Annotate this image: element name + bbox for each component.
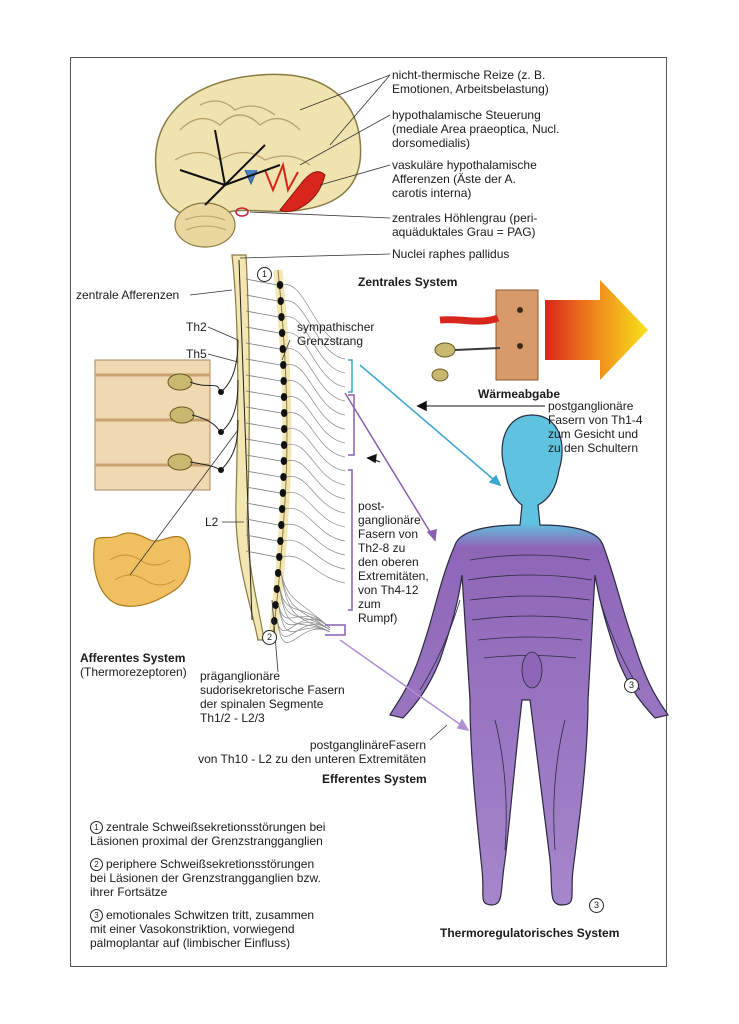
chain-ganglion	[280, 361, 286, 369]
ramus-line	[246, 311, 278, 317]
ramus-line	[246, 519, 278, 525]
label-thermoregulatorisches-system: Thermoregulatorisches System	[440, 926, 619, 940]
postganglionic-fiber	[287, 396, 345, 443]
ramus-line	[246, 407, 281, 413]
chain-ganglion	[281, 441, 287, 449]
postganglionic-fiber	[286, 349, 345, 401]
chain-ganglion	[274, 585, 280, 593]
ramus-line	[246, 487, 280, 493]
ramus-line	[246, 295, 278, 301]
chain-ganglion	[277, 537, 283, 545]
postganglionic-fiber	[282, 556, 345, 583]
label-afferentes-system: Afferentes System	[80, 651, 185, 665]
postganglionic-fiber	[283, 540, 345, 569]
ramus-line	[246, 423, 281, 429]
label-l2: L2	[205, 515, 218, 529]
label-zentrales-hoehlengrau: zentrales Höhlengrau (peri-aquäduktales …	[392, 211, 537, 239]
ramus-line	[246, 439, 281, 445]
chain-ganglion	[280, 473, 286, 481]
ramus-line	[246, 471, 280, 477]
chain-ganglion	[280, 489, 286, 497]
ramus-line	[246, 455, 281, 461]
chain-ganglion	[281, 393, 287, 401]
postganglionic-fiber	[286, 476, 345, 513]
postganglionic-fiber	[284, 524, 345, 555]
ramus-line	[246, 551, 276, 557]
postganglionic-fiber	[281, 573, 330, 628]
postganglionic-fiber	[287, 444, 345, 485]
chain-ganglion	[278, 313, 284, 321]
intestine-drawing	[94, 533, 190, 606]
chain-ganglion	[278, 297, 284, 305]
label-nicht-thermische-reize: nicht-thermische Reize (z. B.Emotionen, …	[392, 68, 549, 96]
chain-ganglion	[277, 281, 283, 289]
label-zentrales-system: Zentrales System	[358, 275, 457, 289]
brain-drawing	[156, 74, 361, 247]
footnote-2: 2periphere Schweißsekretionsstörungen be…	[90, 857, 370, 899]
ramus-line	[246, 375, 281, 381]
marker-1-spine: 1	[257, 267, 272, 282]
label-th5: Th5	[186, 347, 207, 361]
skin-receptors	[95, 340, 238, 490]
footnote-3-marker: 3	[90, 909, 103, 922]
ramus-line	[246, 327, 279, 333]
chain-ganglion	[281, 425, 287, 433]
rami-lines	[246, 279, 281, 557]
ramus-line	[246, 359, 280, 365]
postganglionic-fiber	[286, 365, 345, 415]
marker-2-spine: 2	[262, 630, 277, 645]
chain-ganglion	[281, 457, 287, 465]
chain-ganglion	[278, 521, 284, 529]
postganglionic-fiber	[287, 380, 345, 429]
chain-ganglion	[279, 329, 285, 337]
chain-ganglion	[281, 377, 287, 385]
heat-arrow	[545, 280, 648, 380]
marker-3-foot: 3	[589, 898, 604, 913]
label-nuclei-raphes: Nuclei raphes pallidus	[392, 247, 509, 261]
chain-ganglion	[279, 505, 285, 513]
ramus-line	[246, 535, 277, 541]
chain-ganglion	[276, 553, 282, 561]
label-efferentes-system: Efferentes System	[322, 772, 427, 786]
ramus-line	[246, 343, 280, 349]
postganglionic-fiber	[286, 492, 345, 527]
ramus-line	[246, 503, 279, 509]
marker-3-hand: 3	[624, 678, 639, 693]
chain-ganglion	[275, 569, 281, 577]
footnote-1-marker: 1	[90, 821, 103, 834]
label-zentrale-afferenzen: zentrale Afferenzen	[76, 288, 179, 302]
human-body	[390, 415, 668, 905]
footnote-2-marker: 2	[90, 858, 103, 871]
spinal-cord	[232, 255, 264, 640]
ramus-line	[246, 391, 281, 397]
postganglionic-fiber	[281, 573, 330, 632]
label-th2: Th2	[186, 320, 207, 334]
label-thermorezeptoren: (Thermorezeptoren)	[80, 665, 187, 679]
central-system-drawing	[432, 290, 538, 381]
chain-ganglion	[281, 409, 287, 417]
label-hypothalamische-steuerung: hypothalamische Steuerung(mediale Area p…	[392, 108, 559, 150]
chain-ganglion	[272, 601, 278, 609]
